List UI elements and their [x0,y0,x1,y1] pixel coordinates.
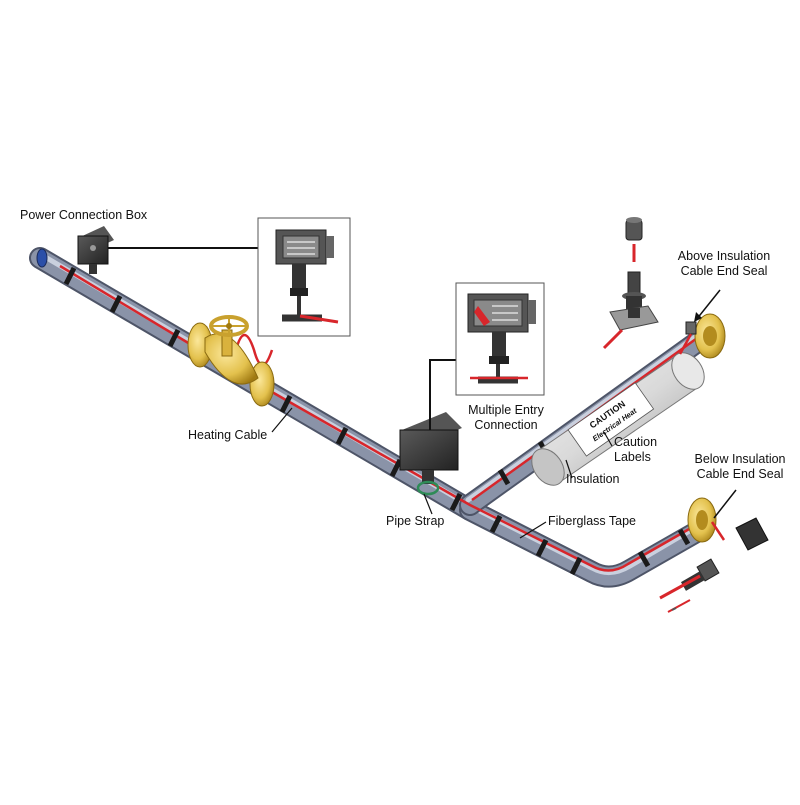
below-insulation-line2: Cable End Seal [696,467,784,481]
heating-cable-label: Heating Cable [188,428,268,442]
below-seal-detail [659,517,769,613]
caution-labels-line1: Caution [614,435,658,449]
caution-labels-label: Caution Labels [614,435,657,465]
above-insulation-line2: Cable End Seal [680,264,768,278]
below-insulation-leader [713,489,737,519]
tape-bands [63,266,691,576]
pipe-strap-label: Pipe Strap [386,514,445,528]
insulation-cylinder: CAUTION Electrical Heat [531,352,705,486]
end-seal-detail [602,217,659,350]
above-insulation-label: Above Insulation Cable End Seal [668,249,780,279]
multiple-entry-leader [429,359,456,430]
multiple-entry-box [399,412,462,496]
above-insulation-flange [678,313,726,359]
below-insulation-flange [687,497,726,543]
label-leaders [271,407,613,539]
lower-pipe [459,499,711,588]
caution-labels-line2: Labels [614,450,651,464]
above-insulation-leader [695,289,721,321]
above-insulation-line1: Above Insulation [677,249,771,263]
valve [187,315,275,407]
multiple-entry-label: Multiple Entry Connection [456,403,556,433]
power-connection-box-label: Power Connection Box [20,208,148,222]
below-insulation-line1: Below Insulation [694,452,786,466]
multiple-entry-inset [455,282,545,396]
insulation-label: Insulation [566,472,620,486]
multiple-entry-line1: Multiple Entry [468,403,544,417]
fiberglass-tape-label: Fiberglass Tape [548,514,637,528]
above-insulation-arrow [694,312,702,322]
below-insulation-label: Below Insulation Cable End Seal [684,452,796,482]
multiple-entry-line2: Connection [474,418,538,432]
pipe-end [36,248,48,268]
pipe-strap [416,480,440,496]
power-connection-box [77,226,114,274]
power-box-inset [257,217,351,337]
